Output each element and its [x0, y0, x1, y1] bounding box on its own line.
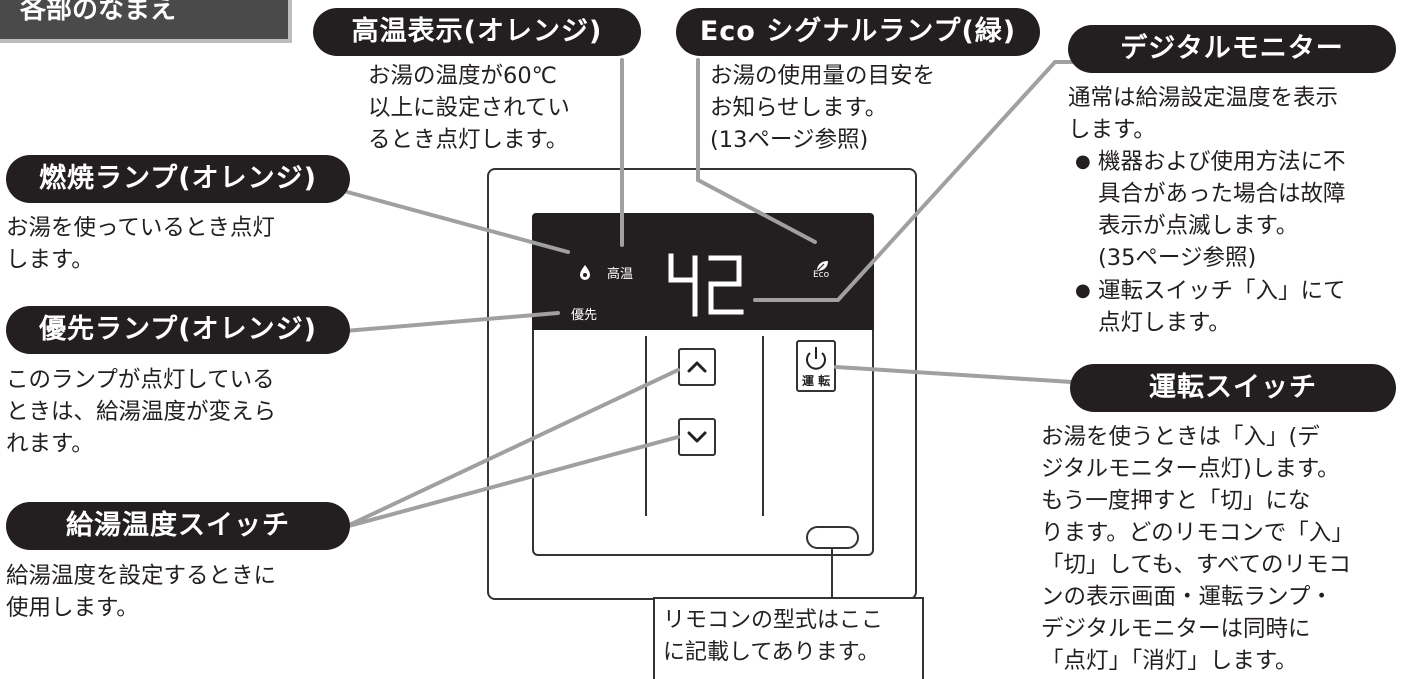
monitor-title: デジタルモニター: [1068, 25, 1396, 73]
eco-desc: お湯の使用量の目安を お知らせします。 (13ページ参照): [710, 63, 936, 153]
temp-up-button[interactable]: [678, 348, 716, 386]
high-temp-indicator: 高温: [607, 267, 634, 282]
temp-switch-desc: 給湯温度を設定するときに 使用します。: [6, 563, 277, 621]
eco-leaf-icon: [815, 257, 829, 272]
monitor-bullet-1: 機器および使用方法に不 具合があった場合は故障 表示が点滅します。 (35ページ…: [1098, 149, 1346, 271]
chevron-down-icon: [687, 431, 707, 443]
model-plate: [806, 526, 859, 549]
eco-title: Eco シグナルランプ(緑): [676, 8, 1040, 56]
combustion-title: 燃焼ランプ(オレンジ): [6, 155, 350, 203]
high-temp-title: 高温表示(オレンジ): [313, 8, 641, 56]
temp-switch-title: 給湯温度スイッチ: [6, 502, 350, 550]
eco-indicator: Eco: [813, 270, 830, 280]
monitor-bullet-1-dot: ●: [1075, 151, 1091, 172]
priority-title: 優先ランプ(オレンジ): [6, 306, 350, 354]
combustion-desc: お湯を使っているとき点灯 します。: [6, 215, 275, 273]
monitor-desc: 通常は給湯設定温度を表示 します。: [1068, 85, 1339, 143]
power-button[interactable]: 運 転: [796, 340, 836, 392]
power-icon: [806, 347, 826, 370]
section-tab: 各部のなまえ: [0, 0, 292, 43]
flame-icon: [578, 264, 592, 280]
chevron-up-icon: [687, 361, 707, 373]
priority-indicator: 優先: [571, 308, 598, 323]
power-switch-title: 運転スイッチ: [1070, 364, 1396, 412]
monitor-bullet-2: 運転スイッチ「入」にて 点灯します。: [1098, 278, 1346, 336]
priority-desc: このランプが点灯している ときは、給湯温度が変えら れます。: [6, 367, 277, 457]
power-switch-desc: お湯を使うときは「入」(デ ジタルモニター点灯)します。 もう一度押すと「切」に…: [1041, 424, 1354, 674]
monitor-bullet-2-dot: ●: [1075, 280, 1091, 301]
power-button-label: 運 転: [802, 374, 831, 388]
section-tab-label: 各部のなまえ: [20, 0, 177, 25]
divider-right: [762, 336, 764, 516]
model-note-box: リモコンの型式はここ に記載してあります。: [653, 597, 924, 679]
high-temp-desc: お湯の温度が60℃ 以上に設定されてい るとき点灯します。: [368, 63, 570, 153]
temperature-display: 42: [663, 250, 753, 320]
model-note-text: リモコンの型式はここ に記載してあります。: [663, 608, 884, 665]
divider-left: [645, 336, 647, 516]
